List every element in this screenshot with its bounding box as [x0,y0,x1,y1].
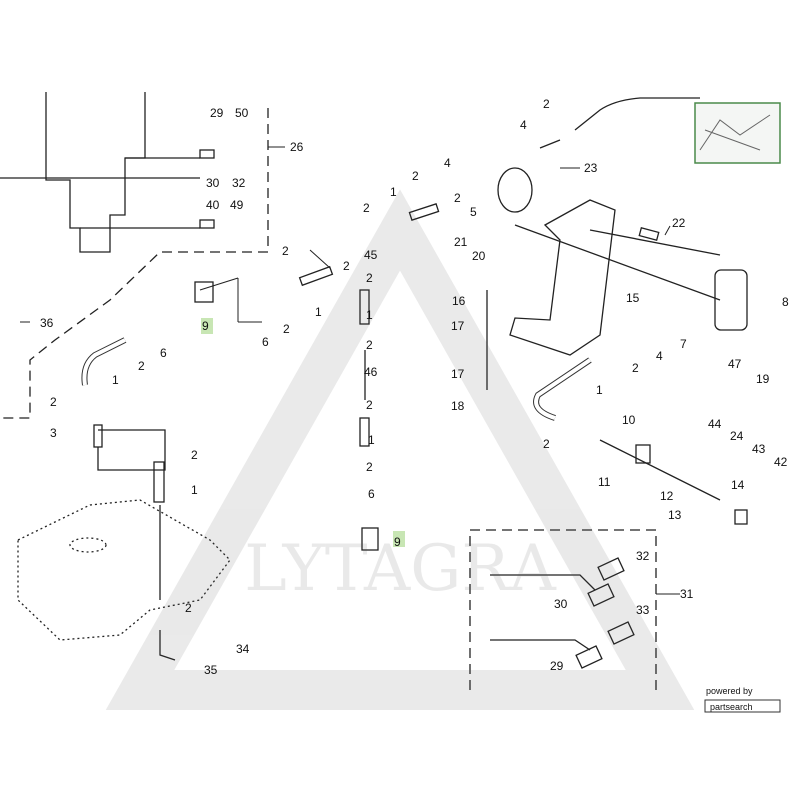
part-label-47[interactable]: 47 [728,357,742,371]
part-label-17[interactable]: 17 [451,367,465,381]
part-label-24[interactable]: 24 [730,429,744,443]
part-label-49[interactable]: 49 [230,198,244,212]
part-label-26[interactable]: 26 [290,140,304,154]
part-label-13[interactable]: 13 [668,508,682,522]
part-label-21[interactable]: 21 [454,235,468,249]
part-label-7[interactable]: 7 [680,337,687,351]
part-label-12[interactable]: 12 [660,489,674,503]
part-label-2[interactable]: 2 [343,259,350,273]
part-label-2[interactable]: 2 [543,437,550,451]
part-label-9[interactable]: 9 [202,319,209,333]
part-label-14[interactable]: 14 [731,478,745,492]
svg-text:partsearch: partsearch [710,702,753,712]
part-label-9[interactable]: 9 [394,535,401,549]
part-label-1[interactable]: 1 [596,383,603,397]
part-label-30[interactable]: 30 [554,597,568,611]
part-label-2[interactable]: 2 [191,448,198,462]
fuel-filter [497,167,533,213]
part-label-18[interactable]: 18 [451,399,465,413]
part-label-33[interactable]: 33 [636,603,650,617]
part-label-2[interactable]: 2 [283,322,290,336]
part-label-2[interactable]: 2 [138,359,145,373]
tube [298,265,334,287]
part-label-6[interactable]: 6 [262,335,269,349]
part-label-2[interactable]: 2 [282,244,289,258]
part-label-1[interactable]: 1 [368,433,375,447]
part-label-46[interactable]: 46 [364,365,378,379]
part-label-2[interactable]: 2 [366,271,373,285]
part-label-50[interactable]: 50 [235,106,249,120]
overview-thumbnail[interactable] [694,102,781,164]
tube [359,417,370,447]
part-label-30[interactable]: 30 [206,176,220,190]
part-label-20[interactable]: 20 [472,249,486,263]
part-label-4[interactable]: 4 [444,156,451,170]
part-label-2[interactable]: 2 [366,460,373,474]
part-label-32[interactable]: 32 [232,176,246,190]
part-label-2[interactable]: 2 [412,169,419,183]
part-label-34[interactable]: 34 [236,642,250,656]
part-label-2[interactable]: 2 [632,361,639,375]
mounting-bracket [509,199,616,356]
powered-by-footer: powered by partsearch [704,686,781,713]
part-label-23[interactable]: 23 [584,161,598,175]
part-label-1[interactable]: 1 [366,308,373,322]
part-label-15[interactable]: 15 [626,291,640,305]
part-label-1[interactable]: 1 [112,373,119,387]
part-label-17[interactable]: 17 [451,319,465,333]
valve [194,281,214,303]
part-label-6[interactable]: 6 [368,487,375,501]
part-label-1[interactable]: 1 [191,483,198,497]
fuel-filter [714,269,748,331]
tube [408,203,440,221]
highlight-part-9 [201,318,213,334]
part-label-35[interactable]: 35 [204,663,218,677]
part-label-32[interactable]: 32 [636,549,650,563]
part-label-31[interactable]: 31 [680,587,694,601]
tube [153,461,165,503]
valve [361,527,379,551]
part-label-42[interactable]: 42 [774,455,788,469]
part-label-22[interactable]: 22 [672,216,686,230]
svg-text:powered by: powered by [706,686,753,696]
part-label-1[interactable]: 1 [390,185,397,199]
part-label-2[interactable]: 2 [50,395,57,409]
part-label-29[interactable]: 29 [210,106,224,120]
part-label-2[interactable]: 2 [185,601,192,615]
part-label-44[interactable]: 44 [708,417,722,431]
part-label-40[interactable]: 40 [206,198,220,212]
part-label-3[interactable]: 3 [50,426,57,440]
part-label-29[interactable]: 29 [550,659,564,673]
part-label-43[interactable]: 43 [752,442,766,456]
part-label-1[interactable]: 1 [315,305,322,319]
part-label-6[interactable]: 6 [160,346,167,360]
part-label-45[interactable]: 45 [364,248,378,262]
part-label-19[interactable]: 19 [756,372,770,386]
part-label-8[interactable]: 8 [782,295,789,309]
harness-box-border [469,529,657,690]
watermark: LYTAGRA [105,189,695,710]
highlight-part-9 [393,531,405,547]
tube [359,289,370,325]
part-label-36[interactable]: 36 [40,316,54,330]
part-label-2[interactable]: 2 [366,338,373,352]
part-label-5[interactable]: 5 [470,205,477,219]
part-label-2[interactable]: 2 [543,97,550,111]
part-label-10[interactable]: 10 [622,413,636,427]
part-label-4[interactable]: 4 [656,349,663,363]
part-label-2[interactable]: 2 [363,201,370,215]
part-label-11[interactable]: 11 [598,475,611,489]
part-label-2[interactable]: 2 [454,191,461,205]
part-label-2[interactable]: 2 [366,398,373,412]
dashed-group-border [0,108,269,419]
part-label-16[interactable]: 16 [452,294,466,308]
part-label-4[interactable]: 4 [520,118,527,132]
